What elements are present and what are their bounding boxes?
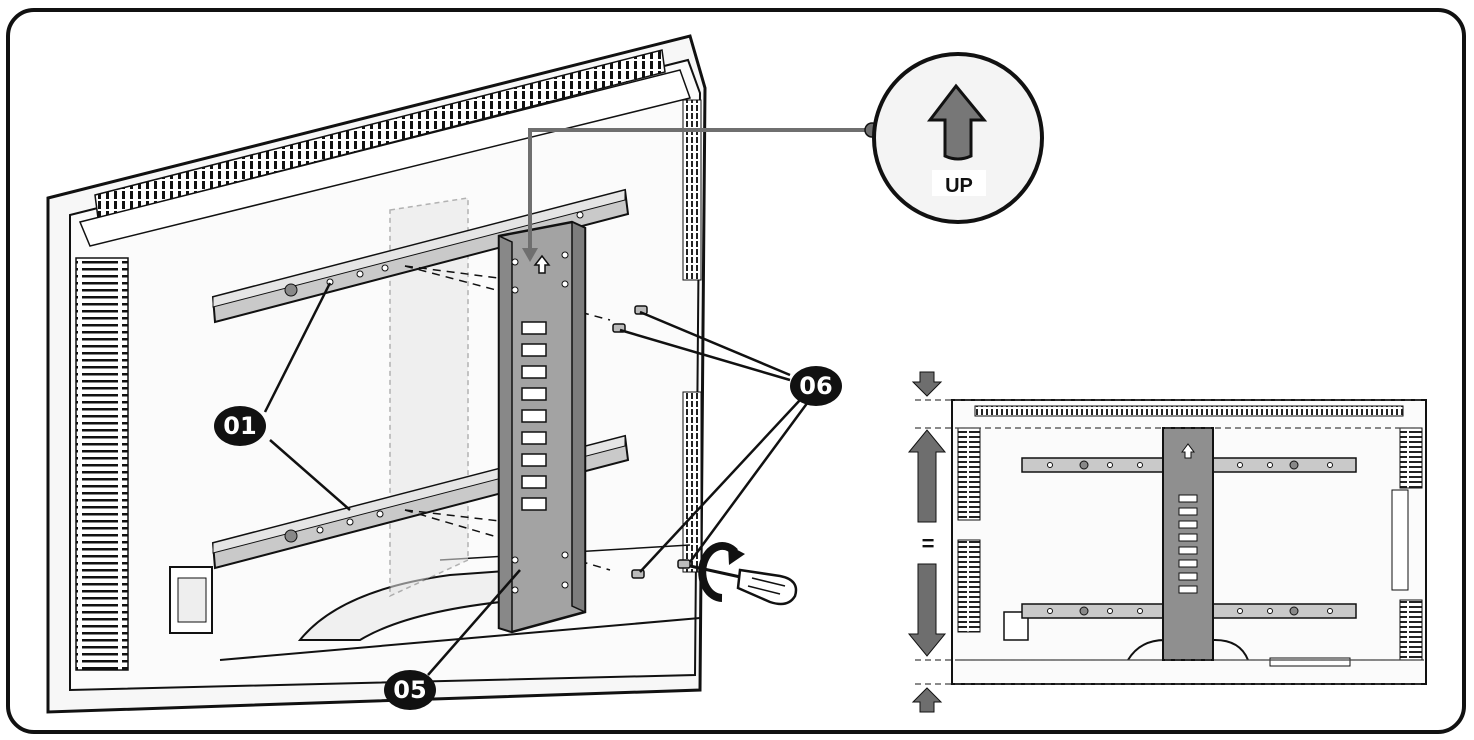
dimension-arrows: [907, 371, 947, 713]
measurement-guides: [915, 399, 1424, 685]
rotate-clockwise-icon: [698, 542, 745, 602]
rail-upper: [211, 188, 630, 324]
up-label: UP: [945, 175, 973, 197]
down-arrow-icon: [907, 563, 947, 657]
callout-01: 01: [214, 406, 266, 446]
up-callout-line: [528, 128, 872, 255]
tv-front-view: [951, 399, 1427, 685]
up-arrow-icon: [907, 429, 947, 523]
callout-06: 06: [790, 366, 842, 406]
vertical-bracket: [497, 220, 587, 634]
screwdriver-icon: [689, 564, 798, 606]
up-magnifier: UP: [872, 52, 1044, 224]
callout-05: 05: [384, 670, 436, 710]
down-arrow-icon: [911, 371, 943, 397]
equal-sign: =: [922, 531, 935, 556]
svg-text:05: 05: [393, 676, 426, 704]
up-arrow-icon: [926, 83, 988, 161]
svg-text:01: 01: [223, 412, 256, 440]
svg-text:06: 06: [799, 372, 832, 400]
up-arrow-icon: [911, 687, 943, 713]
callout-leaders: [263, 282, 810, 676]
